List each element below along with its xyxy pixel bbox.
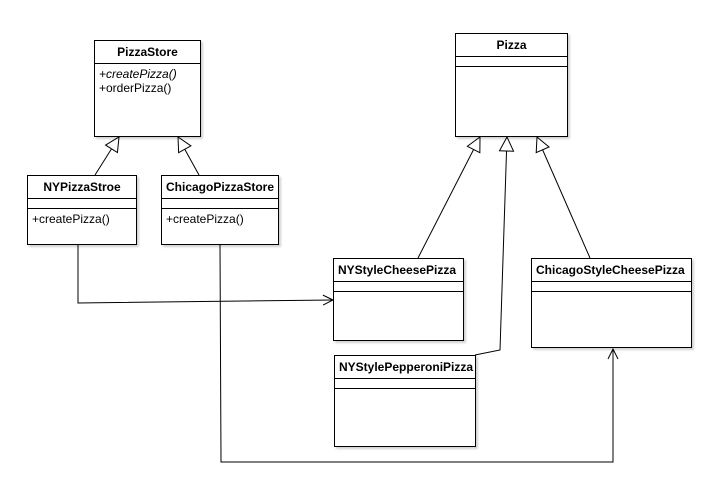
class-pizza[interactable]: Pizza bbox=[455, 33, 568, 137]
attributes-section bbox=[162, 199, 278, 209]
class-name: NYStyleCheesePizza bbox=[334, 259, 463, 282]
operation: +createPizza() bbox=[166, 212, 244, 226]
operation: +createPizza() bbox=[32, 212, 110, 226]
class-chicago-pizza-store[interactable]: ChicagoPizzaStore +createPizza() bbox=[161, 175, 279, 245]
dependency-ny-store-to-ny-cheese bbox=[77, 245, 333, 303]
attributes-section bbox=[456, 57, 567, 67]
operations-section: +createPizza() bbox=[28, 209, 136, 229]
generalization-chicago-store-to-pizza-store bbox=[178, 137, 200, 176]
attributes-section bbox=[28, 199, 136, 209]
attributes-section bbox=[532, 282, 691, 292]
operations-section: +createPizza() +orderPizza() bbox=[95, 64, 200, 98]
operation: +orderPizza() bbox=[99, 81, 172, 95]
class-chicago-style-cheese-pizza[interactable]: ChicagoStyleCheesePizza bbox=[531, 258, 692, 348]
class-ny-style-pepperoni-pizza[interactable]: NYStylePepperoniPizza bbox=[334, 355, 476, 447]
attributes-section bbox=[334, 282, 463, 292]
class-ny-pizza-store[interactable]: NYPizzaStroe +createPizza() bbox=[27, 175, 137, 245]
class-name: ChicagoPizzaStore bbox=[162, 176, 278, 199]
generalization-ny-cheese-to-pizza bbox=[417, 137, 480, 259]
operations-section: +createPizza() bbox=[162, 209, 278, 229]
generalization-chicago-cheese-to-pizza bbox=[537, 137, 591, 259]
operation: +createPizza() bbox=[99, 67, 177, 81]
class-name: NYPizzaStroe bbox=[28, 176, 136, 199]
class-name: Pizza bbox=[456, 34, 567, 57]
dependency-chicago-store-to-chicago-cheese bbox=[219, 244, 613, 463]
class-pizza-store[interactable]: PizzaStore +createPizza() +orderPizza() bbox=[94, 40, 201, 137]
generalization-ny-pepperoni-to-pizza bbox=[474, 137, 507, 356]
generalization-ny-store-to-pizza-store bbox=[94, 137, 119, 176]
class-name: NYStylePepperoniPizza bbox=[335, 356, 475, 379]
class-name: ChicagoStyleCheesePizza bbox=[532, 259, 691, 282]
class-name: PizzaStore bbox=[95, 41, 200, 64]
class-ny-style-cheese-pizza[interactable]: NYStyleCheesePizza bbox=[333, 258, 464, 341]
attributes-section bbox=[335, 379, 475, 389]
